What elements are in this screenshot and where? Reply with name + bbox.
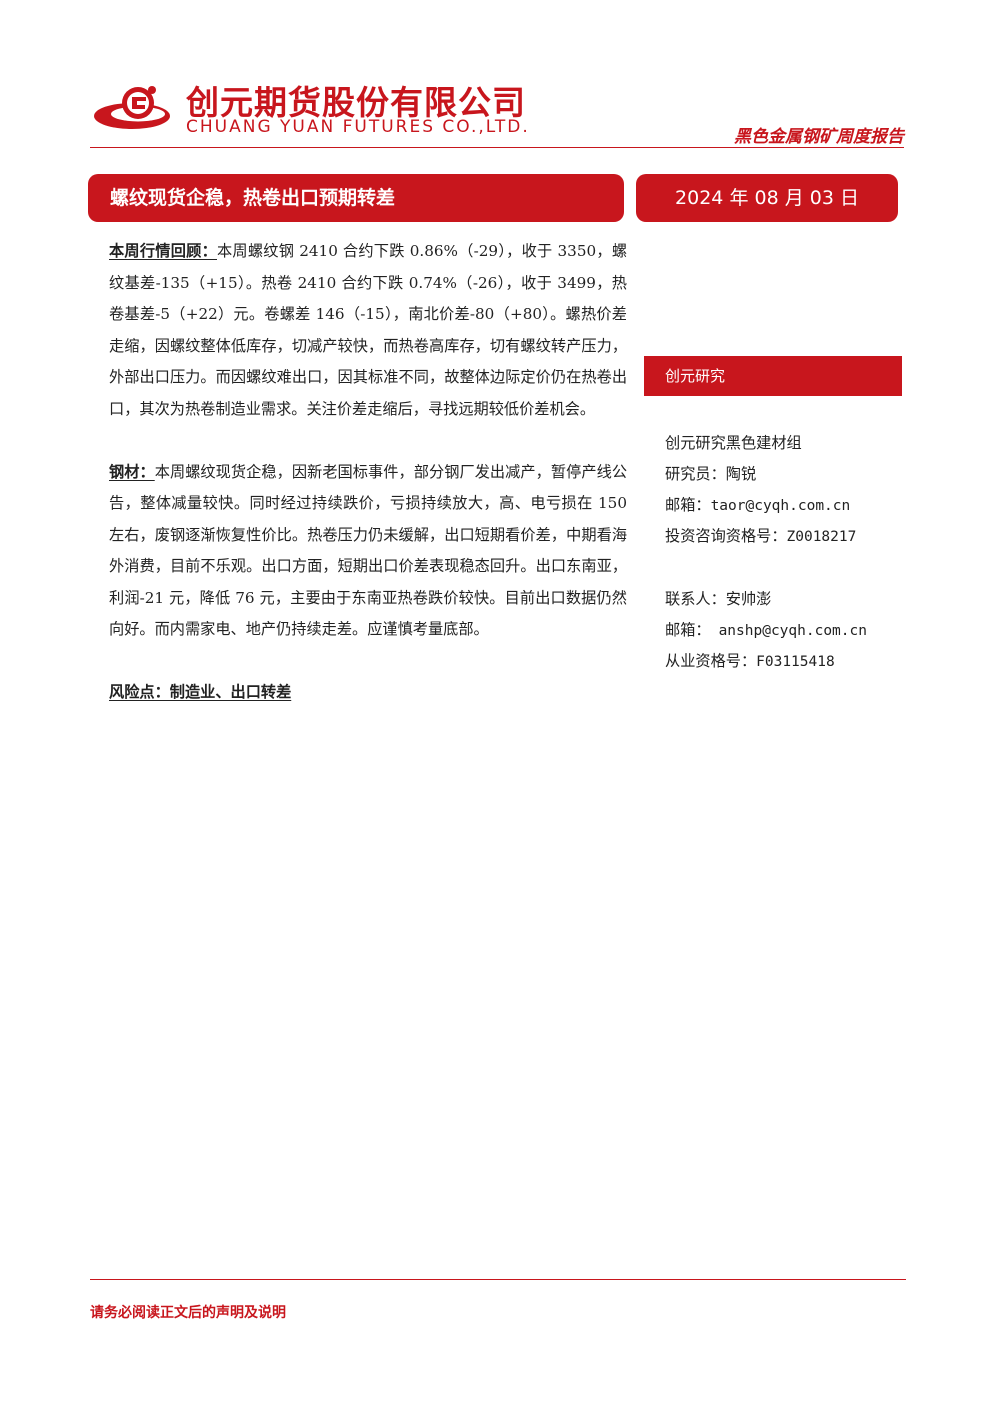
risk-lead: 风险点：制造业、出口转差 <box>109 683 292 701</box>
contact-line: 联系人：安帅澎 <box>665 584 771 615</box>
company-name-en: CHUANG YUAN FUTURES CO.,LTD. <box>186 117 530 137</box>
market-review-text: 本周螺纹钢 2410 合约下跌 0.86%（-29），收于 3350，螺纹基差-… <box>109 242 628 418</box>
chuangyuan-logo-icon <box>94 86 170 129</box>
steel-paragraph: 钢材：本周螺纹现货企稳，因新老国标事件，部分钢厂发出减产，暂停产线公告，整体减量… <box>109 457 627 646</box>
risk-paragraph: 风险点：制造业、出口转差 <box>109 677 627 709</box>
email1-label: 邮箱： <box>665 496 711 514</box>
license1-line: 投资咨询资格号：Z0018217 <box>665 521 856 553</box>
market-review-lead: 本周行情回顾： <box>109 242 217 260</box>
email2-label: 邮箱： <box>665 621 711 639</box>
email2-line: 邮箱： anshp@cyqh.com.cn <box>665 615 867 647</box>
license2-line: 从业资格号：F03115418 <box>665 646 835 678</box>
report-title: 螺纹现货企稳，热卷出口预期转差 <box>88 174 624 222</box>
license1-label: 投资咨询资格号： <box>665 527 787 545</box>
email1-link[interactable]: taor@cyqh.com.cn <box>710 498 851 514</box>
steel-lead: 钢材： <box>109 462 155 481</box>
contact-name: 安帅澎 <box>725 590 772 608</box>
report-type: 黑色金属钢矿周度报告 <box>734 127 904 147</box>
company-name-cn: 创元期货股份有限公司 <box>186 83 526 122</box>
research-group: 创元研究黑色建材组 <box>665 428 802 459</box>
side-banner: 创元研究 <box>644 356 902 396</box>
header-divider <box>90 147 904 148</box>
market-review-paragraph: 本周行情回顾：本周螺纹钢 2410 合约下跌 0.86%（-29），收于 335… <box>109 236 627 425</box>
email1-line: 邮箱：taor@cyqh.com.cn <box>665 490 850 522</box>
license2-number: F03115418 <box>756 654 835 670</box>
analyst-label: 研究员： <box>665 465 726 483</box>
footer-disclaimer: 请务必阅读正文后的声明及说明 <box>90 1305 286 1321</box>
email2-link[interactable]: anshp@cyqh.com.cn <box>718 623 867 639</box>
analyst-name: 陶锐 <box>725 465 757 483</box>
main-content: 本周行情回顾：本周螺纹钢 2410 合约下跌 0.86%（-29），收于 335… <box>109 236 627 709</box>
analyst-line: 研究员：陶锐 <box>665 459 756 490</box>
license2-label: 从业资格号： <box>665 652 757 670</box>
steel-text: 本周螺纹现货企稳，因新老国标事件，部分钢厂发出减产，暂停产线公告，整体减量较快。… <box>109 462 628 639</box>
contact-label: 联系人： <box>665 590 726 608</box>
license1-number: Z0018217 <box>786 529 857 545</box>
research-group-text: 创元研究黑色建材组 <box>665 434 802 452</box>
report-date: 2024 年 08 月 03 日 <box>636 174 898 222</box>
footer-divider <box>90 1279 906 1280</box>
